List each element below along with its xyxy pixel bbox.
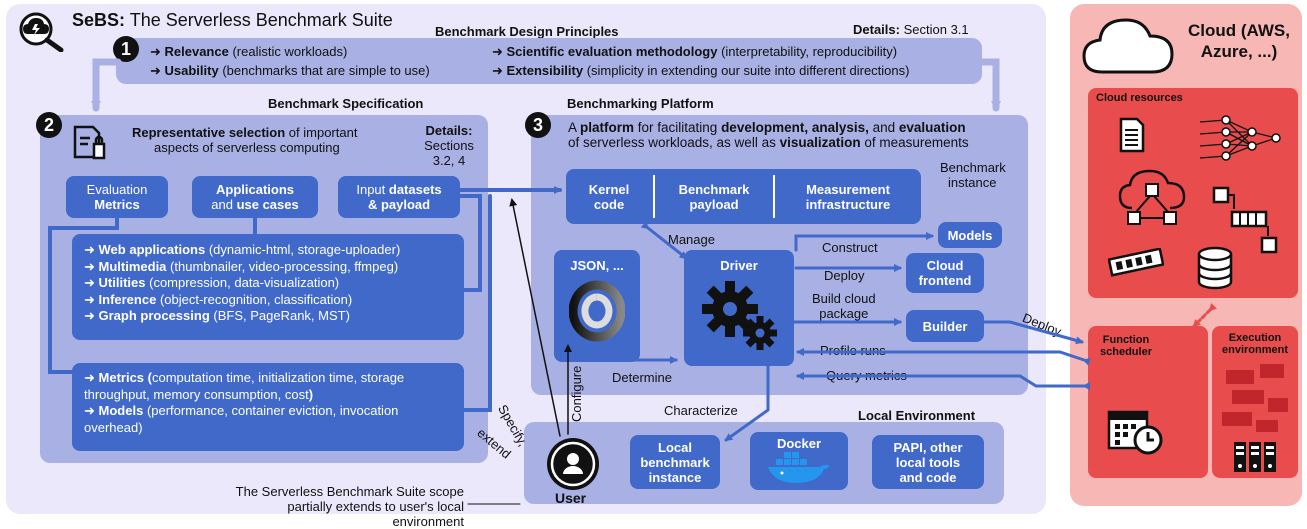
list-item: ➜ Inference (object-recognition, classif… [84, 291, 353, 307]
details-label: Details: [853, 22, 900, 37]
brand-label: SeBS: [72, 10, 126, 30]
principle-usability: ➜ Usability (benchmarks that are simple … [150, 63, 430, 78]
list-item: ➜ Metrics (computation time, initializat… [84, 370, 405, 402]
step-2-badge: 2 [36, 112, 62, 138]
details-value: Section 3.1 [903, 22, 969, 37]
container-block [1256, 420, 1278, 432]
container-block [1260, 364, 1284, 378]
json-box: JSON, ... [554, 250, 640, 362]
list-item: ➜ Utilities (compression, data-visualiza… [84, 275, 340, 290]
user-icon [545, 436, 601, 492]
input-datasets-box: Input datasets& payload [338, 176, 460, 218]
cloud-icon [1080, 14, 1180, 85]
database-icon [1196, 246, 1234, 295]
applications-list: ➜ Web applications (dynamic-html, storag… [72, 234, 464, 340]
container-block [1222, 412, 1252, 426]
principles-details: Details: Section 3.1 [853, 22, 969, 37]
cloud-network-icon [1116, 168, 1190, 241]
profile-runs-label: Profile runs [820, 343, 886, 358]
list-item: ➜ Web applications (dynamic-html, storag… [84, 242, 401, 257]
construct-label: Construct [822, 240, 878, 255]
models-box: Models [938, 222, 1002, 248]
list-item: ➜ Models (performance, container evictio… [84, 403, 399, 435]
container-block [1232, 390, 1264, 404]
spec-title: Benchmark Specification [268, 96, 424, 111]
json-icon [569, 280, 625, 342]
characterize-label: Characterize [664, 403, 738, 418]
query-metrics-label: Query metrics [826, 368, 907, 383]
principle-extensibility: ➜ Extensibility (simplicity in extending… [492, 63, 910, 78]
container-block [1268, 398, 1288, 412]
divider [653, 175, 655, 218]
manage-label: Manage [668, 232, 715, 247]
local-title: Local Environment [858, 408, 976, 423]
sebs-logo-icon [14, 8, 70, 53]
step-1-badge: 1 [113, 36, 139, 62]
docker-box: Docker [750, 432, 848, 490]
determine-label: Determine [612, 370, 672, 385]
benchmark-instance-box [566, 169, 921, 224]
gears-icon [702, 281, 777, 350]
cloud-title: Cloud (AWS,Azure, ...) [1188, 21, 1290, 61]
principles-panel [116, 38, 982, 84]
file-icon [1118, 116, 1146, 159]
list-item: ➜ Graph processing (BFS, PageRank, MST) [84, 308, 350, 323]
docker-icon [768, 452, 830, 483]
step-3-badge: 3 [525, 112, 551, 138]
divider [773, 175, 775, 218]
principle-relevance: ➜ Relevance (realistic workloads) [150, 44, 348, 59]
user-label: User [555, 490, 587, 506]
document-icon [72, 124, 112, 165]
calendar-clock-icon [1106, 404, 1166, 461]
driver-box: Driver [684, 250, 794, 366]
principles-title: Benchmark Design Principles [435, 24, 619, 39]
cloud-resources-label: Cloud resources [1096, 92, 1183, 104]
list-item: ➜ Multimedia (thumbnailer, video-process… [84, 258, 399, 274]
page-title: SeBS: The Serverless Benchmark Suite [72, 10, 393, 31]
deploy-label: Deploy [824, 268, 865, 283]
platform-description: A platform for facilitating development,… [568, 120, 969, 150]
neural-network-icon [1196, 112, 1286, 171]
principle-methodology: ➜ Scientific evaluation methodology (int… [492, 44, 898, 59]
memory-icon [1107, 247, 1165, 283]
metrics-list: ➜ Metrics (computation time, initializat… [72, 363, 464, 451]
builder-box: Builder [906, 310, 984, 342]
server-icon [1232, 440, 1278, 479]
platform-title: Benchmarking Platform [567, 96, 714, 111]
container-block [1226, 370, 1254, 384]
configure-label: Configure [569, 365, 584, 422]
subtitle-label: The Serverless Benchmark Suite [129, 10, 393, 30]
queue-icon [1210, 184, 1284, 261]
